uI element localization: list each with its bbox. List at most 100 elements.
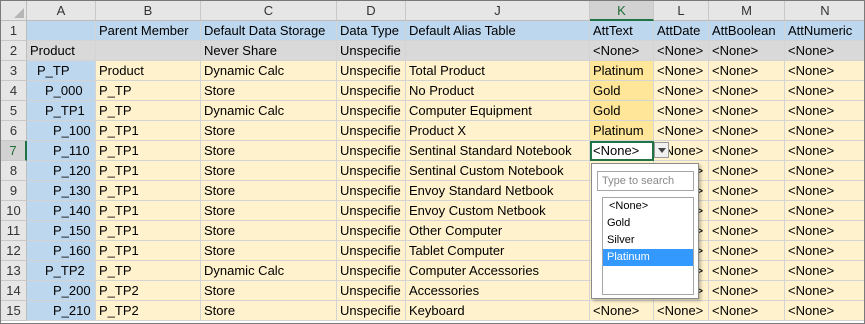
cell-j9[interactable]: Envoy Standard Netbook bbox=[406, 181, 590, 201]
cell-c5[interactable]: Dynamic Calc bbox=[201, 101, 337, 121]
cell-d9[interactable]: Unspecifie bbox=[337, 181, 406, 201]
cell-d2[interactable]: Unspecifie bbox=[337, 41, 406, 61]
cell-l15[interactable]: <None> bbox=[654, 301, 709, 321]
cell-k1[interactable]: AttText bbox=[590, 21, 654, 41]
cell-k4[interactable]: Gold bbox=[590, 81, 654, 101]
cell-k2[interactable]: <None> bbox=[590, 41, 654, 61]
row-header-4[interactable]: 4 bbox=[1, 81, 27, 101]
cell-m9[interactable]: <None> bbox=[709, 181, 785, 201]
cell-a12[interactable]: P_160 bbox=[27, 241, 96, 261]
row-header-3[interactable]: 3 bbox=[1, 61, 27, 81]
cell-a13[interactable]: P_TP2 bbox=[27, 261, 96, 281]
cell-b10[interactable]: P_TP1 bbox=[96, 201, 201, 221]
cell-k3[interactable]: Platinum bbox=[590, 61, 654, 81]
column-header-m[interactable]: M bbox=[709, 1, 785, 21]
cell-m2[interactable]: <None> bbox=[709, 41, 785, 61]
cell-c3[interactable]: Dynamic Calc bbox=[201, 61, 337, 81]
cell-d4[interactable]: Unspecifie bbox=[337, 81, 406, 101]
cell-n14[interactable]: <None> bbox=[785, 281, 864, 301]
column-header-c[interactable]: C bbox=[201, 1, 337, 21]
cell-d5[interactable]: Unspecifie bbox=[337, 101, 406, 121]
cell-n8[interactable]: <None> bbox=[785, 161, 864, 181]
row-header-9[interactable]: 9 bbox=[1, 181, 27, 201]
cell-k6[interactable]: Platinum bbox=[590, 121, 654, 141]
cell-j1[interactable]: Default Alias Table bbox=[406, 21, 590, 41]
cell-n7[interactable]: <None> bbox=[785, 141, 864, 161]
cell-m13[interactable]: <None> bbox=[709, 261, 785, 281]
cell-m1[interactable]: AttBoolean bbox=[709, 21, 785, 41]
active-cell-k7[interactable]: <None> bbox=[590, 141, 654, 161]
cell-n2[interactable]: <None> bbox=[785, 41, 864, 61]
cell-c1[interactable]: Default Data Storage bbox=[201, 21, 337, 41]
cell-j14[interactable]: Accessories bbox=[406, 281, 590, 301]
row-header-15[interactable]: 15 bbox=[1, 301, 27, 321]
cell-c7[interactable]: Store bbox=[201, 141, 337, 161]
cell-n5[interactable]: <None> bbox=[785, 101, 864, 121]
cell-m3[interactable]: <None> bbox=[709, 61, 785, 81]
cell-c8[interactable]: Store bbox=[201, 161, 337, 181]
cell-m10[interactable]: <None> bbox=[709, 201, 785, 221]
cell-d1[interactable]: Data Type bbox=[337, 21, 406, 41]
cell-b8[interactable]: P_TP1 bbox=[96, 161, 201, 181]
cell-c15[interactable]: Store bbox=[201, 301, 337, 321]
cell-m7[interactable]: <None> bbox=[709, 141, 785, 161]
dropdown-search-input[interactable]: Type to search bbox=[597, 171, 694, 191]
cell-n1[interactable]: AttNumeric bbox=[785, 21, 864, 41]
cell-a5[interactable]: P_TP1 bbox=[27, 101, 96, 121]
cell-d14[interactable]: Unspecifie bbox=[337, 281, 406, 301]
cell-c12[interactable]: Store bbox=[201, 241, 337, 261]
dropdown-option[interactable]: Gold bbox=[607, 217, 631, 229]
cell-n15[interactable]: <None> bbox=[785, 301, 864, 321]
cell-j3[interactable]: Total Product bbox=[406, 61, 590, 81]
cell-b4[interactable]: P_TP bbox=[96, 81, 201, 101]
cell-b11[interactable]: P_TP1 bbox=[96, 221, 201, 241]
cell-l6[interactable]: <None> bbox=[654, 121, 709, 141]
cell-a14[interactable]: P_200 bbox=[27, 281, 96, 301]
cell-n13[interactable]: <None> bbox=[785, 261, 864, 281]
cell-a10[interactable]: P_140 bbox=[27, 201, 96, 221]
column-header-a[interactable]: A bbox=[27, 1, 96, 21]
cell-j13[interactable]: Computer Accessories bbox=[406, 261, 590, 281]
cell-b15[interactable]: P_TP2 bbox=[96, 301, 201, 321]
cell-m15[interactable]: <None> bbox=[709, 301, 785, 321]
cell-j12[interactable]: Tablet Computer bbox=[406, 241, 590, 261]
cell-a3[interactable]: P_TP bbox=[27, 61, 96, 81]
cell-b9[interactable]: P_TP1 bbox=[96, 181, 201, 201]
cell-c4[interactable]: Store bbox=[201, 81, 337, 101]
cell-b6[interactable]: P_TP1 bbox=[96, 121, 201, 141]
cell-d12[interactable]: Unspecifie bbox=[337, 241, 406, 261]
cell-n9[interactable]: <None> bbox=[785, 181, 864, 201]
row-header-8[interactable]: 8 bbox=[1, 161, 27, 181]
column-header-j[interactable]: J bbox=[406, 1, 590, 21]
column-header-d[interactable]: D bbox=[337, 1, 406, 21]
cell-b5[interactable]: P_TP bbox=[96, 101, 201, 121]
cell-m4[interactable]: <None> bbox=[709, 81, 785, 101]
cell-j6[interactable]: Product X bbox=[406, 121, 590, 141]
cell-j15[interactable]: Keyboard bbox=[406, 301, 590, 321]
cell-b3[interactable]: Product bbox=[96, 61, 201, 81]
row-header-2[interactable]: 2 bbox=[1, 41, 27, 61]
dropdown-option[interactable]: <None> bbox=[609, 200, 649, 212]
cell-m12[interactable]: <None> bbox=[709, 241, 785, 261]
cell-c2[interactable]: Never Share bbox=[201, 41, 337, 61]
cell-c14[interactable]: Store bbox=[201, 281, 337, 301]
cell-b12[interactable]: P_TP1 bbox=[96, 241, 201, 261]
row-header-5[interactable]: 5 bbox=[1, 101, 27, 121]
dropdown-option[interactable]: Platinum bbox=[603, 249, 693, 266]
cell-d6[interactable]: Unspecifie bbox=[337, 121, 406, 141]
cell-dropdown-button[interactable] bbox=[654, 142, 669, 158]
cell-b7[interactable]: P_TP1 bbox=[96, 141, 201, 161]
cell-n4[interactable]: <None> bbox=[785, 81, 864, 101]
cell-j7[interactable]: Sentinal Standard Notebook bbox=[406, 141, 590, 161]
cell-d10[interactable]: Unspecifie bbox=[337, 201, 406, 221]
cell-a1[interactable] bbox=[27, 21, 96, 41]
cell-j8[interactable]: Sentinal Custom Notebook bbox=[406, 161, 590, 181]
cell-d7[interactable]: Unspecifie bbox=[337, 141, 406, 161]
cell-l4[interactable]: <None> bbox=[654, 81, 709, 101]
cell-m6[interactable]: <None> bbox=[709, 121, 785, 141]
cell-n10[interactable]: <None> bbox=[785, 201, 864, 221]
cell-d13[interactable]: Unspecifie bbox=[337, 261, 406, 281]
row-header-1[interactable]: 1 bbox=[1, 21, 27, 41]
column-header-k[interactable]: K bbox=[590, 1, 654, 21]
cell-a9[interactable]: P_130 bbox=[27, 181, 96, 201]
